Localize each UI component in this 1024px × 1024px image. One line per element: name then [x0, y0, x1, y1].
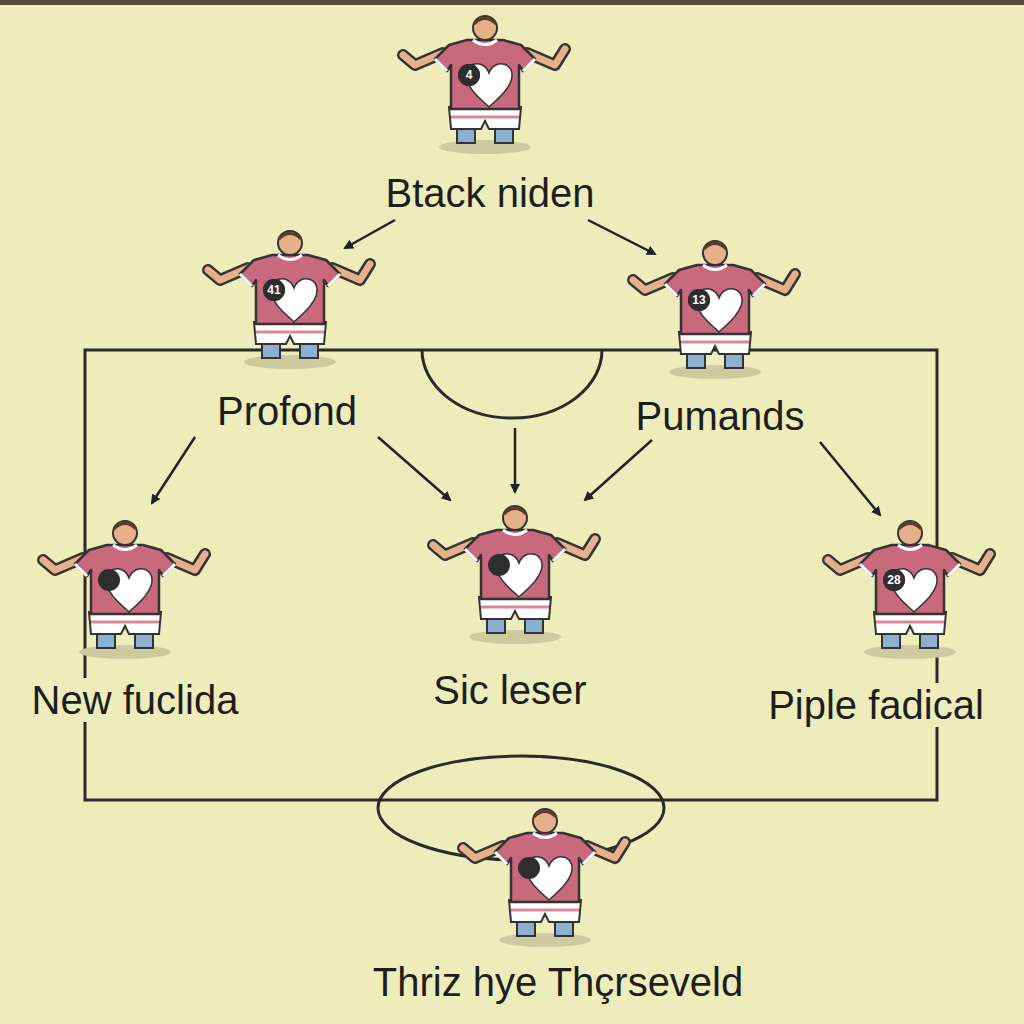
position-label: Sic leser: [429, 668, 590, 712]
position-label: Pumands: [632, 394, 809, 438]
jersey-number: 4: [458, 64, 480, 86]
leader-arrows: [152, 220, 880, 515]
player-figures: [43, 16, 990, 947]
top-border: [0, 0, 1024, 5]
position-label: Btack niden: [381, 171, 598, 215]
position-label: Thriz hye Thçrseveld: [369, 960, 748, 1004]
position-label: Piple fadical: [764, 683, 988, 727]
pitch-lines: [85, 350, 937, 860]
position-label: New fuclida: [28, 678, 243, 722]
jersey-number: 28: [883, 569, 905, 591]
position-label: Profond: [213, 389, 361, 433]
jersey-number: 41: [263, 279, 285, 301]
jersey-number: 13: [688, 289, 710, 311]
